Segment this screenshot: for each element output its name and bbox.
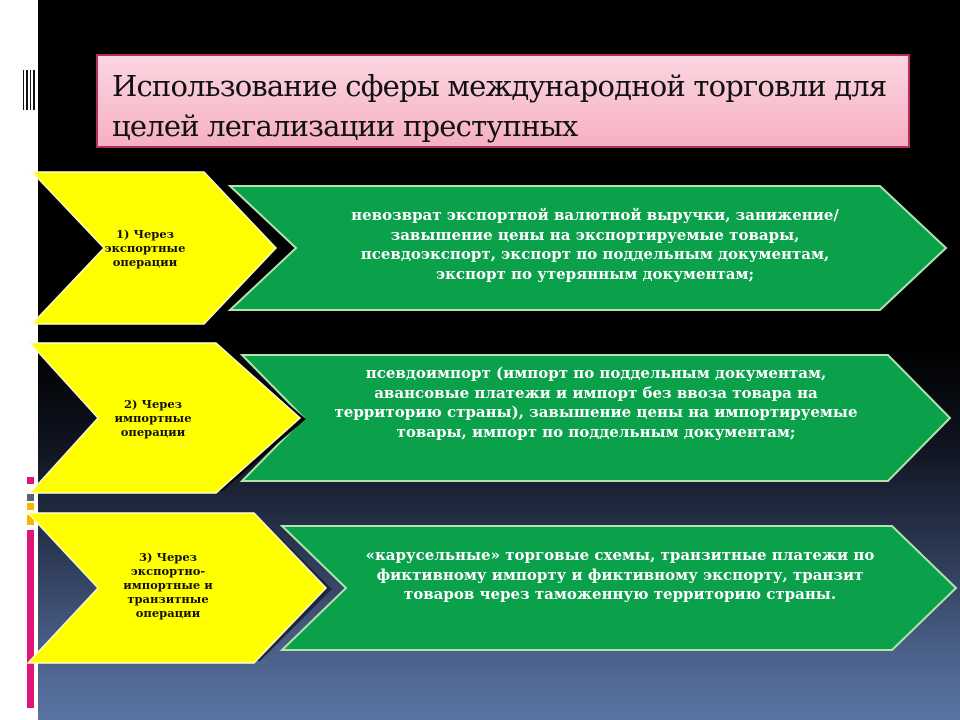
accent-bar-pink bbox=[27, 530, 34, 708]
row-1-description: невозврат экспортной валютной выручки, з… bbox=[351, 206, 839, 283]
row-3-label: 3) Через экспортно-импортные и транзитны… bbox=[123, 550, 213, 620]
row-3-description: «карусельные» торговые схемы, транзитные… bbox=[365, 546, 875, 603]
slide-title: Использование сферы международной торгов… bbox=[112, 69, 887, 143]
row-2-label: 2) Через импортные операции bbox=[114, 397, 192, 439]
row-2-description: псевдоимпорт (импорт по поддельным докум… bbox=[334, 364, 858, 441]
accent-square-orange bbox=[27, 503, 34, 510]
accent-square-pink bbox=[27, 477, 34, 484]
yellow-chevron-3 bbox=[26, 512, 328, 664]
accent-square-gray bbox=[27, 494, 34, 501]
yellow-chevron-1 bbox=[30, 171, 278, 325]
green-chevron-1 bbox=[227, 185, 948, 311]
title-box: Использование сферы международной торгов… bbox=[96, 54, 910, 148]
accent-square-orange-2 bbox=[27, 515, 34, 525]
barcode-decoration bbox=[23, 70, 37, 110]
row-1-label: 1) Через экспортные операции bbox=[104, 227, 186, 269]
yellow-chevron-2 bbox=[28, 342, 302, 494]
green-chevron-3 bbox=[279, 525, 958, 651]
